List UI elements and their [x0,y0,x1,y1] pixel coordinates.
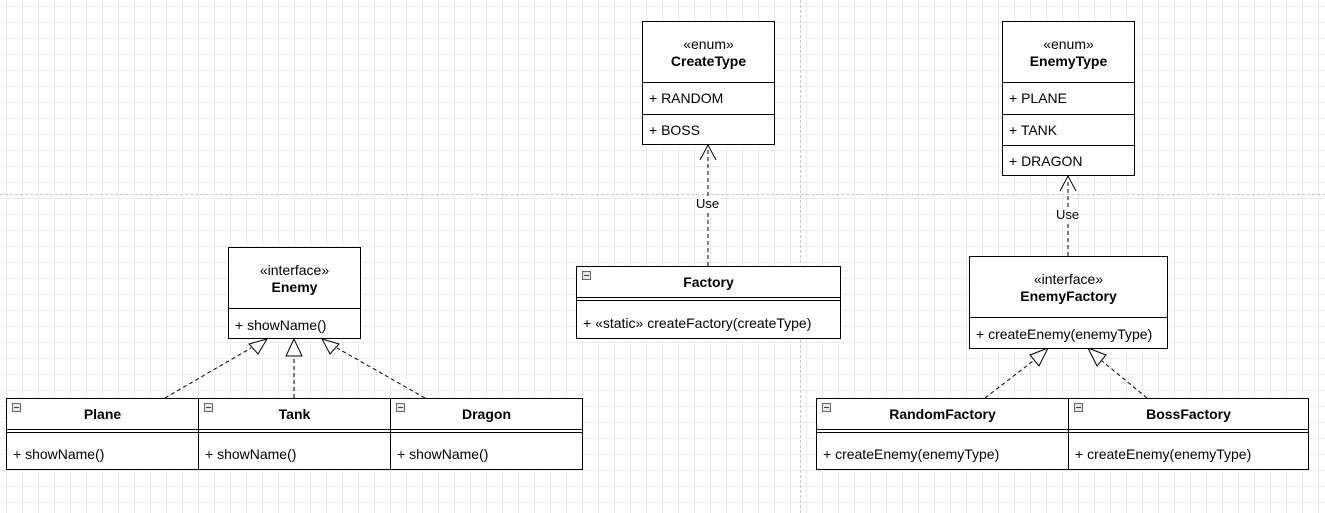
enemytype-enum-box[interactable]: «enum» EnemyType + PLANE + TANK + DRAGON [1002,21,1135,176]
enemyfactory-name: EnemyFactory [1020,288,1117,304]
collapse-icon[interactable] [582,271,591,280]
bossfactory-header: BossFactory [1069,399,1308,433]
page-guide-vertical [800,0,801,513]
use-label-createtype: Use [695,196,721,211]
collapse-icon[interactable] [12,403,21,412]
createtype-value: + BOSS [643,114,774,145]
enemytype-value: + PLANE [1009,90,1067,106]
enemytype-header: «enum» EnemyType [1003,22,1134,83]
dragon-class-box[interactable]: Dragon + showName() [390,398,583,470]
enemy-operation: + showName() [235,317,327,333]
edge-plane-realizes-enemy[interactable] [164,347,252,399]
open-arrowhead-enemytype [1059,174,1077,192]
bossfactory-name: BossFactory [1146,406,1231,422]
bossfactory-operation: + createEnemy(enemyType) [1075,446,1252,462]
tank-header: Tank [199,399,390,433]
dragon-name: Dragon [462,406,511,422]
randomfactory-class-box[interactable]: RandomFactory + createEnemy(enemyType) [816,398,1069,470]
plane-class-box[interactable]: Plane + showName() [6,398,199,470]
dragon-operation: + showName() [397,446,489,462]
collapse-icon[interactable] [204,403,213,412]
createtype-stereotype: «enum» [683,36,734,52]
plane-header: Plane [7,399,198,433]
createtype-header: «enum» CreateType [643,22,774,83]
enemy-stereotype: «interface» [259,262,330,278]
enemyfactory-header: «interface» EnemyFactory [970,257,1167,318]
tank-operation: + showName() [205,446,297,462]
enemytype-value: + TANK [1003,114,1134,145]
open-arrowhead-createtype [699,143,717,161]
enemy-interface-box[interactable]: «interface» Enemy + showName() [228,247,361,339]
enemytype-value: + DRAGON [1003,145,1134,176]
factory-header: Factory [577,267,840,301]
enemyfactory-stereotype: «interface» [1033,271,1104,287]
randomfactory-name: RandomFactory [889,406,996,422]
enemytype-stereotype: «enum» [1043,36,1094,52]
realization-triangle-dragon [320,338,340,355]
randomfactory-header: RandomFactory [817,399,1068,433]
factory-operation: + «static» createFactory(createType) [583,315,812,331]
realization-triangle-tank [285,337,303,357]
createtype-enum-box[interactable]: «enum» CreateType + RANDOM + BOSS [642,21,775,145]
edge-dragon-realizes-enemy[interactable] [336,347,426,399]
realization-triangle-randomfactory [1029,347,1050,367]
collapse-icon[interactable] [396,403,405,412]
plane-operation: + showName() [13,446,105,462]
realization-triangle-bossfactory [1086,347,1107,367]
dragon-header: Dragon [391,399,582,433]
enemytype-name: EnemyType [1029,53,1108,69]
enemyfactory-operation: + createEnemy(enemyType) [976,326,1153,342]
bossfactory-class-box[interactable]: BossFactory + createEnemy(enemyType) [1068,398,1309,470]
use-label-enemytype: Use [1055,207,1081,222]
createtype-value: + RANDOM [649,90,724,106]
randomfactory-operation: + createEnemy(enemyType) [823,446,1000,462]
createtype-name: CreateType [670,53,747,69]
enemy-header: «interface» Enemy [229,248,360,309]
factory-class-box[interactable]: Factory + «static» createFactory(createT… [576,266,841,339]
edge-bossfactory-realizes-enemyfactory[interactable] [1101,360,1148,399]
enemyfactory-interface-box[interactable]: «interface» EnemyFactory + createEnemy(e… [969,256,1168,349]
tank-class-box[interactable]: Tank + showName() [198,398,391,470]
plane-name: Plane [83,406,122,422]
page-guide-horizontal [0,194,1325,195]
factory-name: Factory [683,274,734,290]
realization-triangle-plane [248,338,269,355]
collapse-icon[interactable] [822,403,831,412]
edge-randomfactory-realizes-enemyfactory[interactable] [984,360,1034,399]
collapse-icon[interactable] [1074,403,1083,412]
tank-name: Tank [278,406,311,422]
enemy-name: Enemy [271,279,318,295]
